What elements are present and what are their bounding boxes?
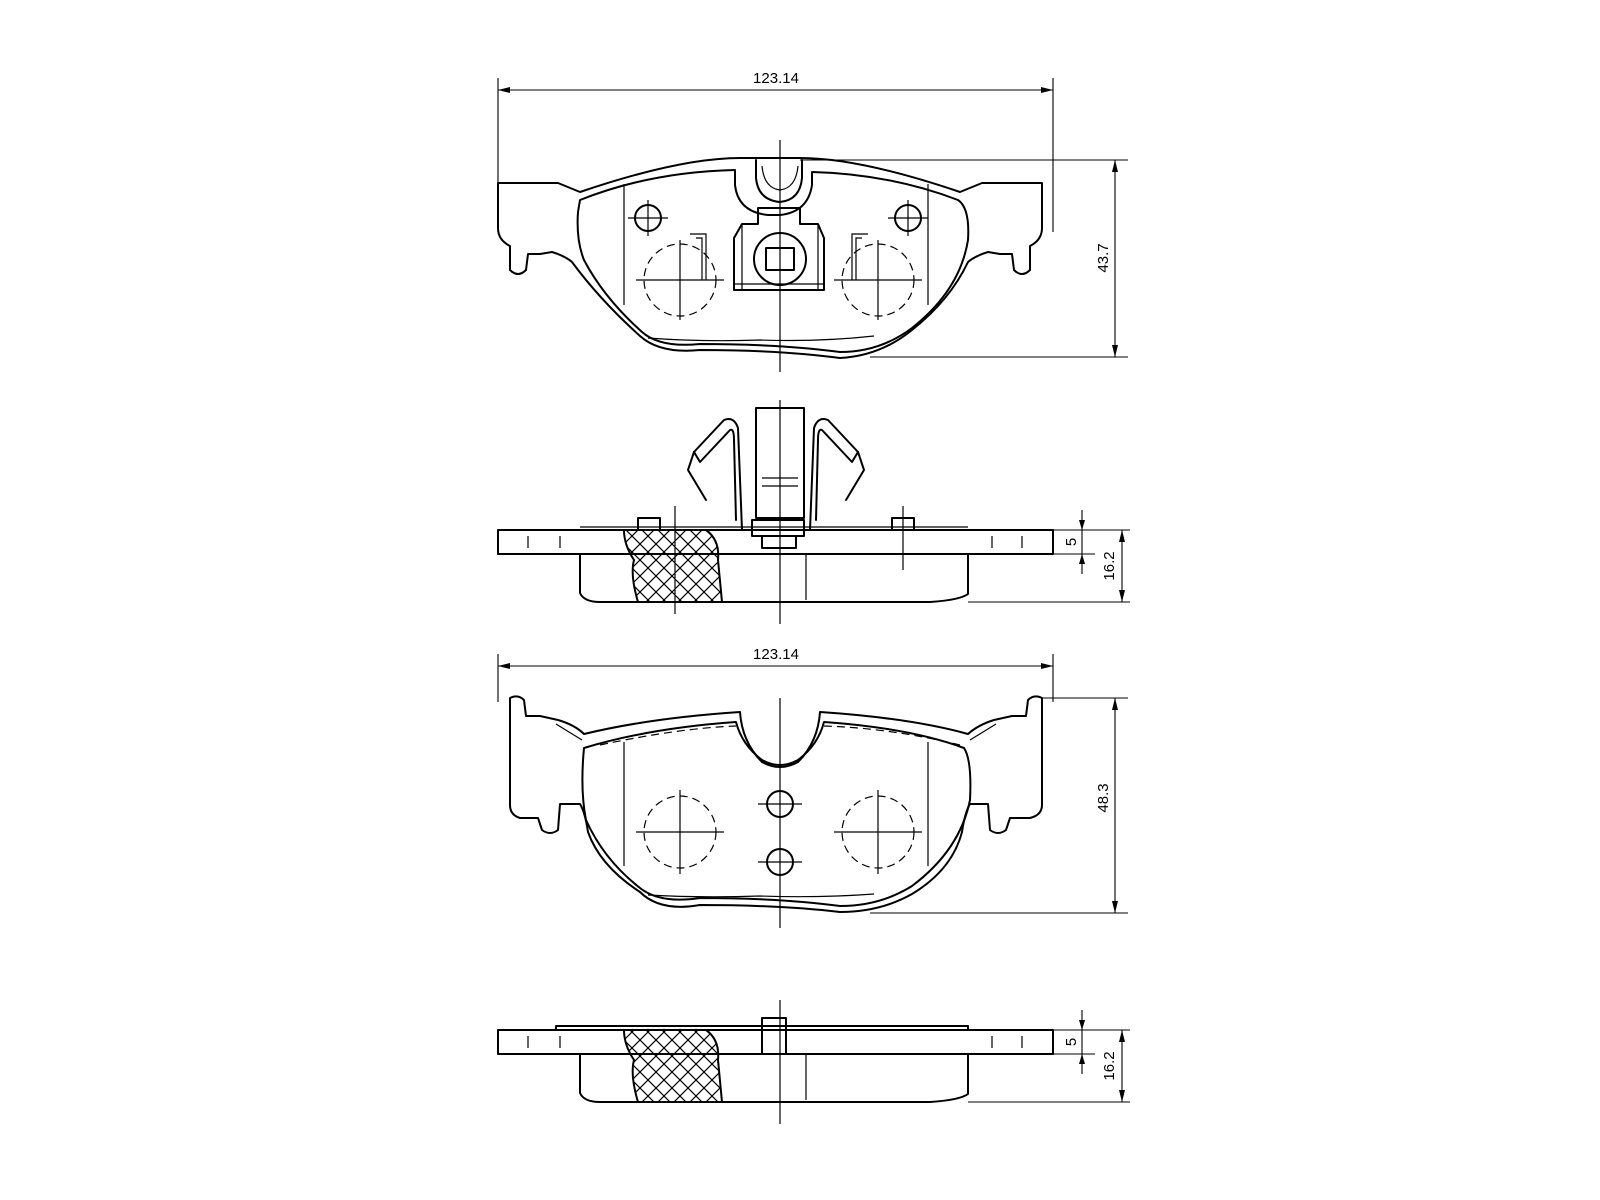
- section-hatch-2: [622, 1029, 724, 1103]
- backing-thickness-1-label: 5: [1063, 538, 1080, 546]
- top-view-friction-block: [576, 169, 970, 353]
- top-view-pad-with-clip: [497, 140, 1043, 372]
- width-bottom-label: 123.14: [753, 646, 799, 663]
- dimension-width-bottom: 123.14: [497, 646, 1054, 702]
- side-view-2: [497, 1000, 1054, 1124]
- dimension-height-bottom: 48.3: [870, 697, 1128, 914]
- dimension-thickness-2: 5 16.2: [968, 1010, 1130, 1103]
- dimension-height-top: 43.7: [800, 159, 1128, 358]
- dimension-thickness-1: 5 16.2: [968, 510, 1130, 603]
- section-hatch-1: [622, 529, 724, 603]
- back-view-pad: [509, 695, 1043, 928]
- top-view-backing-plate: [497, 157, 1043, 359]
- width-top-label: 123.14: [753, 70, 799, 87]
- total-thickness-2-label: 16.2: [1101, 1051, 1118, 1080]
- back-view-friction-outline: [581, 721, 972, 907]
- dimension-width-top: 123.14: [497, 70, 1054, 232]
- height-bottom-label: 48.3: [1095, 783, 1112, 812]
- backing-thickness-2-label: 5: [1063, 1038, 1080, 1046]
- side-view-1: [497, 400, 1054, 624]
- total-thickness-1-label: 16.2: [1101, 551, 1118, 580]
- back-view-backing-plate: [509, 695, 1043, 913]
- height-top-label: 43.7: [1095, 243, 1112, 272]
